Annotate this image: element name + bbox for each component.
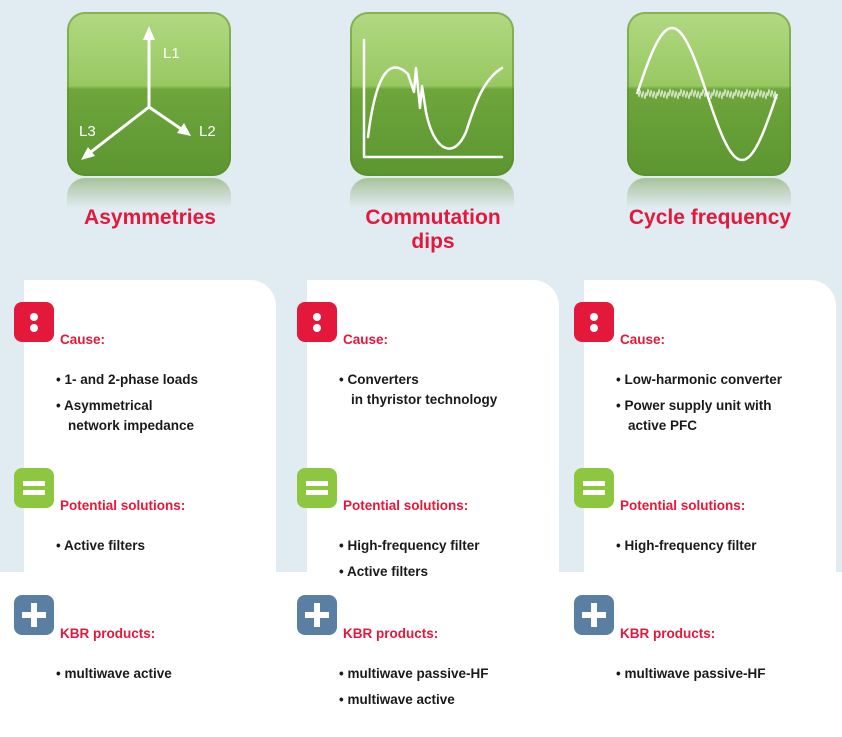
- cause-heading: Cause:: [620, 332, 666, 347]
- plus-icon: [14, 595, 54, 635]
- list-item: 1- and 2-phase loads: [56, 370, 276, 390]
- products-list: multiwave passive-HF multiwave active: [339, 664, 559, 716]
- sine-noise-waveform-icon: [627, 12, 791, 176]
- equals-icon: [574, 468, 614, 508]
- equals-icon: [297, 468, 337, 508]
- cause-heading: Cause:: [60, 332, 106, 347]
- cause-icon: [297, 302, 337, 342]
- cause-list: 1- and 2-phase loads Asymmetrical networ…: [56, 370, 276, 442]
- list-item: High-frequency filter: [616, 536, 836, 556]
- solutions-list: Active filters: [56, 536, 276, 562]
- column-commutation-dips: Commutation dips Cause: Converters in th…: [283, 0, 559, 737]
- column-cycle-frequency: Cycle frequency Cause: Low-harmonic conv…: [560, 0, 836, 737]
- cause-icon: [14, 302, 54, 342]
- label-l2: L2: [199, 123, 216, 140]
- solutions-heading: Potential solutions:: [60, 498, 186, 513]
- products-heading: KBR products:: [343, 626, 439, 641]
- list-item: multiwave active: [339, 690, 559, 710]
- list-item: Converters in thyristor technology: [339, 370, 559, 410]
- tile-reflection: [67, 178, 231, 208]
- list-item: multiwave passive-HF: [616, 664, 836, 684]
- column-title: Cycle frequency: [628, 206, 792, 229]
- cause-heading: Cause:: [343, 332, 389, 347]
- list-item: Active filters: [339, 562, 559, 582]
- list-item: Power supply unit with active PFC: [616, 396, 836, 436]
- products-list: multiwave passive-HF: [616, 664, 836, 690]
- list-item: Low-harmonic converter: [616, 370, 836, 390]
- solutions-heading: Potential solutions:: [620, 498, 746, 513]
- list-item: High-frequency filter: [339, 536, 559, 556]
- products-heading: KBR products:: [620, 626, 716, 641]
- solutions-list: High-frequency filter: [616, 536, 836, 562]
- plus-icon: [297, 595, 337, 635]
- info-card: [307, 280, 559, 572]
- tile-reflection: [627, 178, 791, 208]
- list-item: multiwave passive-HF: [339, 664, 559, 684]
- cause-icon: [574, 302, 614, 342]
- tile-reflection: [350, 178, 514, 208]
- cause-list: Low-harmonic converter Power supply unit…: [616, 370, 836, 442]
- label-l1: L1: [163, 45, 180, 62]
- label-l3: L3: [79, 123, 96, 140]
- list-item: multiwave active: [56, 664, 276, 684]
- column-title: Asymmetries: [84, 206, 216, 229]
- three-phase-vector-icon: L1 L2 L3: [67, 12, 231, 176]
- list-item: Asymmetrical network impedance: [56, 396, 276, 436]
- commutation-waveform-icon: [350, 12, 514, 176]
- products-list: multiwave active: [56, 664, 276, 690]
- equals-icon: [14, 468, 54, 508]
- column-asymmetries: L1 L2 L3 Asymmetries Cause: 1- and 2-pha…: [0, 0, 276, 737]
- cause-list: Converters in thyristor technology: [339, 370, 559, 416]
- column-title: Commutation dips: [365, 206, 501, 253]
- list-item: Active filters: [56, 536, 276, 556]
- solutions-heading: Potential solutions:: [343, 498, 469, 513]
- products-heading: KBR products:: [60, 626, 156, 641]
- solutions-list: High-frequency filter Active filters: [339, 536, 559, 588]
- plus-icon: [574, 595, 614, 635]
